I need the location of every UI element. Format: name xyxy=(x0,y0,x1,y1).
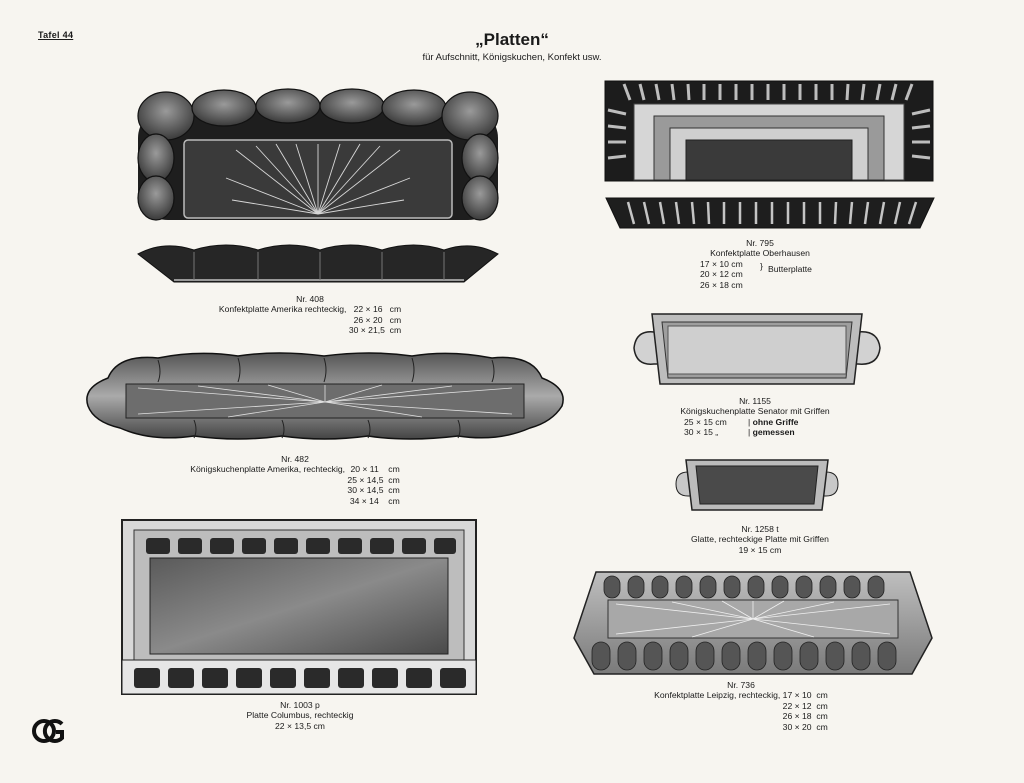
nr408-size: 26 × 20 cm xyxy=(353,314,402,325)
nr482-size: 30 × 14,5 cm xyxy=(347,485,400,496)
nr1003-size: 22 × 13,5 cm xyxy=(275,720,325,731)
nr795-note: Butterplatte xyxy=(768,263,812,274)
nr736-caption: Nr. 736 Konfektplatte Leipzig, rechtecki… xyxy=(636,680,846,732)
nr482-size: 25 × 14,5 cm xyxy=(347,474,400,485)
nr1155-note: | ohne Griffe xyxy=(748,416,799,427)
nr1155-note-text: ohne Griffe xyxy=(752,416,799,427)
nr736-size: 26 × 18 cm xyxy=(782,711,828,722)
nr795-number: Nr. 795 xyxy=(746,238,774,248)
nr408-caption: Nr. 408 Konfektplatte Amerika rechteckig… xyxy=(190,294,430,336)
nr482-image xyxy=(86,352,564,440)
page-subtitle: für Aufschnitt, Königskuchen, Konfekt us… xyxy=(422,52,602,63)
nr1258-description: Glatte, rechteckige Platte mit Griffen xyxy=(691,534,829,545)
nr408-description: Konfektplatte Amerika rechteckig, xyxy=(218,304,347,315)
nr408-size: 30 × 21,5 cm xyxy=(348,325,402,336)
nr408-number: Nr. 408 xyxy=(296,294,324,304)
nr408-sizes: 22 × 16 cm 26 × 20 cm 30 × 21,5 cm xyxy=(349,304,401,335)
nr795-size: 26 × 18 cm xyxy=(700,279,743,290)
nr736-size: 30 × 20 cm xyxy=(782,721,828,732)
nr1155-caption: Nr. 1155 Königskuchenplatte Senator mit … xyxy=(660,396,850,438)
nr795-caption: Nr. 795 Konfektplatte Oberhausen 17 × 10… xyxy=(660,238,860,290)
page-title: „Platten“ xyxy=(475,30,549,49)
nr1003-number: Nr. 1003 p xyxy=(280,700,320,710)
nr1258-number: Nr. 1258 t xyxy=(741,524,779,534)
nr736-size: 17 × 10 cm xyxy=(782,690,828,701)
nr1155-size: 25 × 15 cm xyxy=(684,416,727,427)
nr1258-image xyxy=(675,459,839,511)
nr1003-image xyxy=(121,519,477,695)
nr482-size: 20 × 11 cm xyxy=(350,464,400,475)
nr408-size: 22 × 16 cm xyxy=(353,304,402,315)
nr482-caption: Nr. 482 Königskuchenplatte Amerika, rech… xyxy=(160,454,430,506)
nr795-size: 17 × 10 cm xyxy=(700,258,743,269)
og-monogram-logo xyxy=(32,719,64,743)
nr795-side-image xyxy=(605,197,935,229)
nr408-top-image xyxy=(137,88,499,221)
nr736-image xyxy=(573,571,933,675)
nr1155-note-text: gemessen xyxy=(752,426,795,437)
nr795-top-image xyxy=(604,80,934,182)
nr1003-caption: Nr. 1003 p Platte Columbus, rechteckig 2… xyxy=(180,700,420,731)
nr795-bracket: } xyxy=(760,260,763,271)
nr1003-description: Platte Columbus, rechteckig xyxy=(246,710,354,721)
nr736-sizes: 17 × 10 cm 22 × 12 cm 26 × 18 cm 30 × 20… xyxy=(783,690,828,732)
nr1155-description: Königskuchenplatte Senator mit Griffen xyxy=(680,406,830,417)
nr795-description: Konfektplatte Oberhausen xyxy=(710,248,810,259)
nr482-size: 34 × 14 cm xyxy=(349,495,400,506)
nr736-number: Nr. 736 xyxy=(727,680,755,690)
nr1155-number: Nr. 1155 xyxy=(739,396,771,406)
nr482-description: Königskuchenplatte Amerika, rechteckig, xyxy=(190,464,346,475)
nr1155-size: 30 × 15 „ xyxy=(684,427,719,438)
plate-number-label: Tafel 44 xyxy=(38,30,74,40)
nr482-sizes: 20 × 11 cm 25 × 14,5 cm 30 × 14,5 cm 34 … xyxy=(347,464,399,506)
nr408-side-image xyxy=(137,244,499,283)
nr736-size: 22 × 12 cm xyxy=(782,700,828,711)
nr1155-note: | gemessen xyxy=(748,426,795,437)
nr1155-image xyxy=(633,313,881,385)
nr1258-caption: Nr. 1258 t Glatte, rechteckige Platte mi… xyxy=(660,524,860,555)
nr1258-size: 19 × 15 cm xyxy=(738,544,782,555)
nr736-description: Konfektplatte Leipzig, rechteckig, xyxy=(654,690,781,701)
nr482-number: Nr. 482 xyxy=(281,454,309,464)
nr795-size: 20 × 12 cm xyxy=(700,269,743,280)
